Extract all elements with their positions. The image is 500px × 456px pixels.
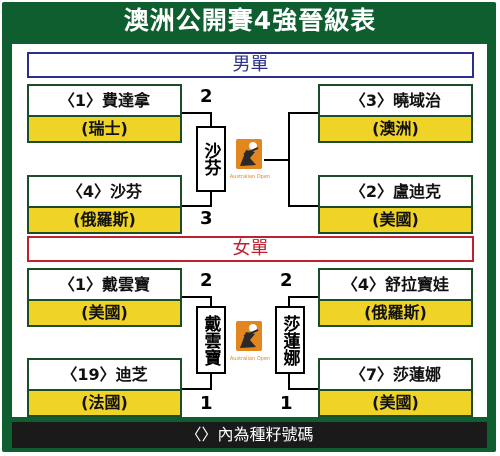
mens-heading: 男單 (27, 52, 474, 78)
mens-player-left-top: 〈1〉費達拿 (瑞士) (27, 84, 182, 143)
womens-score-right-top: 2 (280, 270, 293, 291)
womens-score-left-bottom: 1 (200, 393, 213, 414)
womens-player-left-top: 〈1〉戴雲寶 (美國) (27, 268, 182, 327)
player-country: (俄羅斯) (320, 301, 471, 325)
player-name: 〈19〉迪芝 (29, 360, 180, 391)
logo-text: Australian Open (230, 356, 270, 362)
player-country: (俄羅斯) (29, 208, 180, 232)
australian-open-logo: Australian Open (228, 138, 272, 188)
bracket-line (288, 112, 318, 114)
mens-player-right-bottom: 〈2〉盧迪克 (美國) (318, 175, 473, 234)
womens-heading: 女單 (27, 236, 474, 262)
player-country: (美國) (320, 391, 471, 415)
player-country: (澳洲) (320, 117, 471, 141)
player-name: 〈4〉舒拉寶娃 (320, 270, 471, 301)
bracket-line (264, 159, 290, 161)
player-name: 〈3〉曉域治 (320, 86, 471, 117)
page-title: 澳洲公開賽4強晉級表 (123, 6, 377, 35)
mens-player-right-top: 〈3〉曉域治 (澳洲) (318, 84, 473, 143)
womens-score-left-top: 2 (200, 270, 213, 291)
player-country: (美國) (29, 301, 180, 325)
bracket-line (182, 112, 212, 114)
mens-score-left-top: 2 (200, 86, 213, 107)
mens-finalist-left: 沙芬 (196, 126, 226, 192)
womens-score-right-bottom: 1 (280, 393, 293, 414)
bracket-line (288, 296, 318, 298)
womens-finalist-right: 莎蓮娜 (275, 306, 305, 374)
womens-finalist-left: 戴雲寶 (196, 306, 226, 374)
player-country: (瑞士) (29, 117, 180, 141)
australian-open-logo: Australian Open (228, 320, 272, 370)
mens-score-left-bottom: 3 (200, 208, 213, 229)
bracket-line (182, 388, 212, 390)
player-name: 〈4〉沙芬 (29, 177, 180, 208)
womens-player-left-bottom: 〈19〉迪芝 (法國) (27, 358, 182, 417)
player-name: 〈1〉費達拿 (29, 86, 180, 117)
bracket-line (182, 205, 212, 207)
bracket-line (182, 296, 212, 298)
player-name: 〈2〉盧迪克 (320, 177, 471, 208)
bracket-line (288, 388, 318, 390)
womens-player-right-bottom: 〈7〉莎蓮娜 (美國) (318, 358, 473, 417)
bracket-line (288, 205, 318, 207)
logo-text: Australian Open (230, 174, 270, 180)
mens-player-left-bottom: 〈4〉沙芬 (俄羅斯) (27, 175, 182, 234)
player-name: 〈7〉莎蓮娜 (320, 360, 471, 391)
player-name: 〈1〉戴雲寶 (29, 270, 180, 301)
player-country: (美國) (320, 208, 471, 232)
womens-player-right-top: 〈4〉舒拉寶娃 (俄羅斯) (318, 268, 473, 327)
player-country: (法國) (29, 391, 180, 415)
footer-note: 〈〉內為種籽號碼 (12, 422, 487, 448)
